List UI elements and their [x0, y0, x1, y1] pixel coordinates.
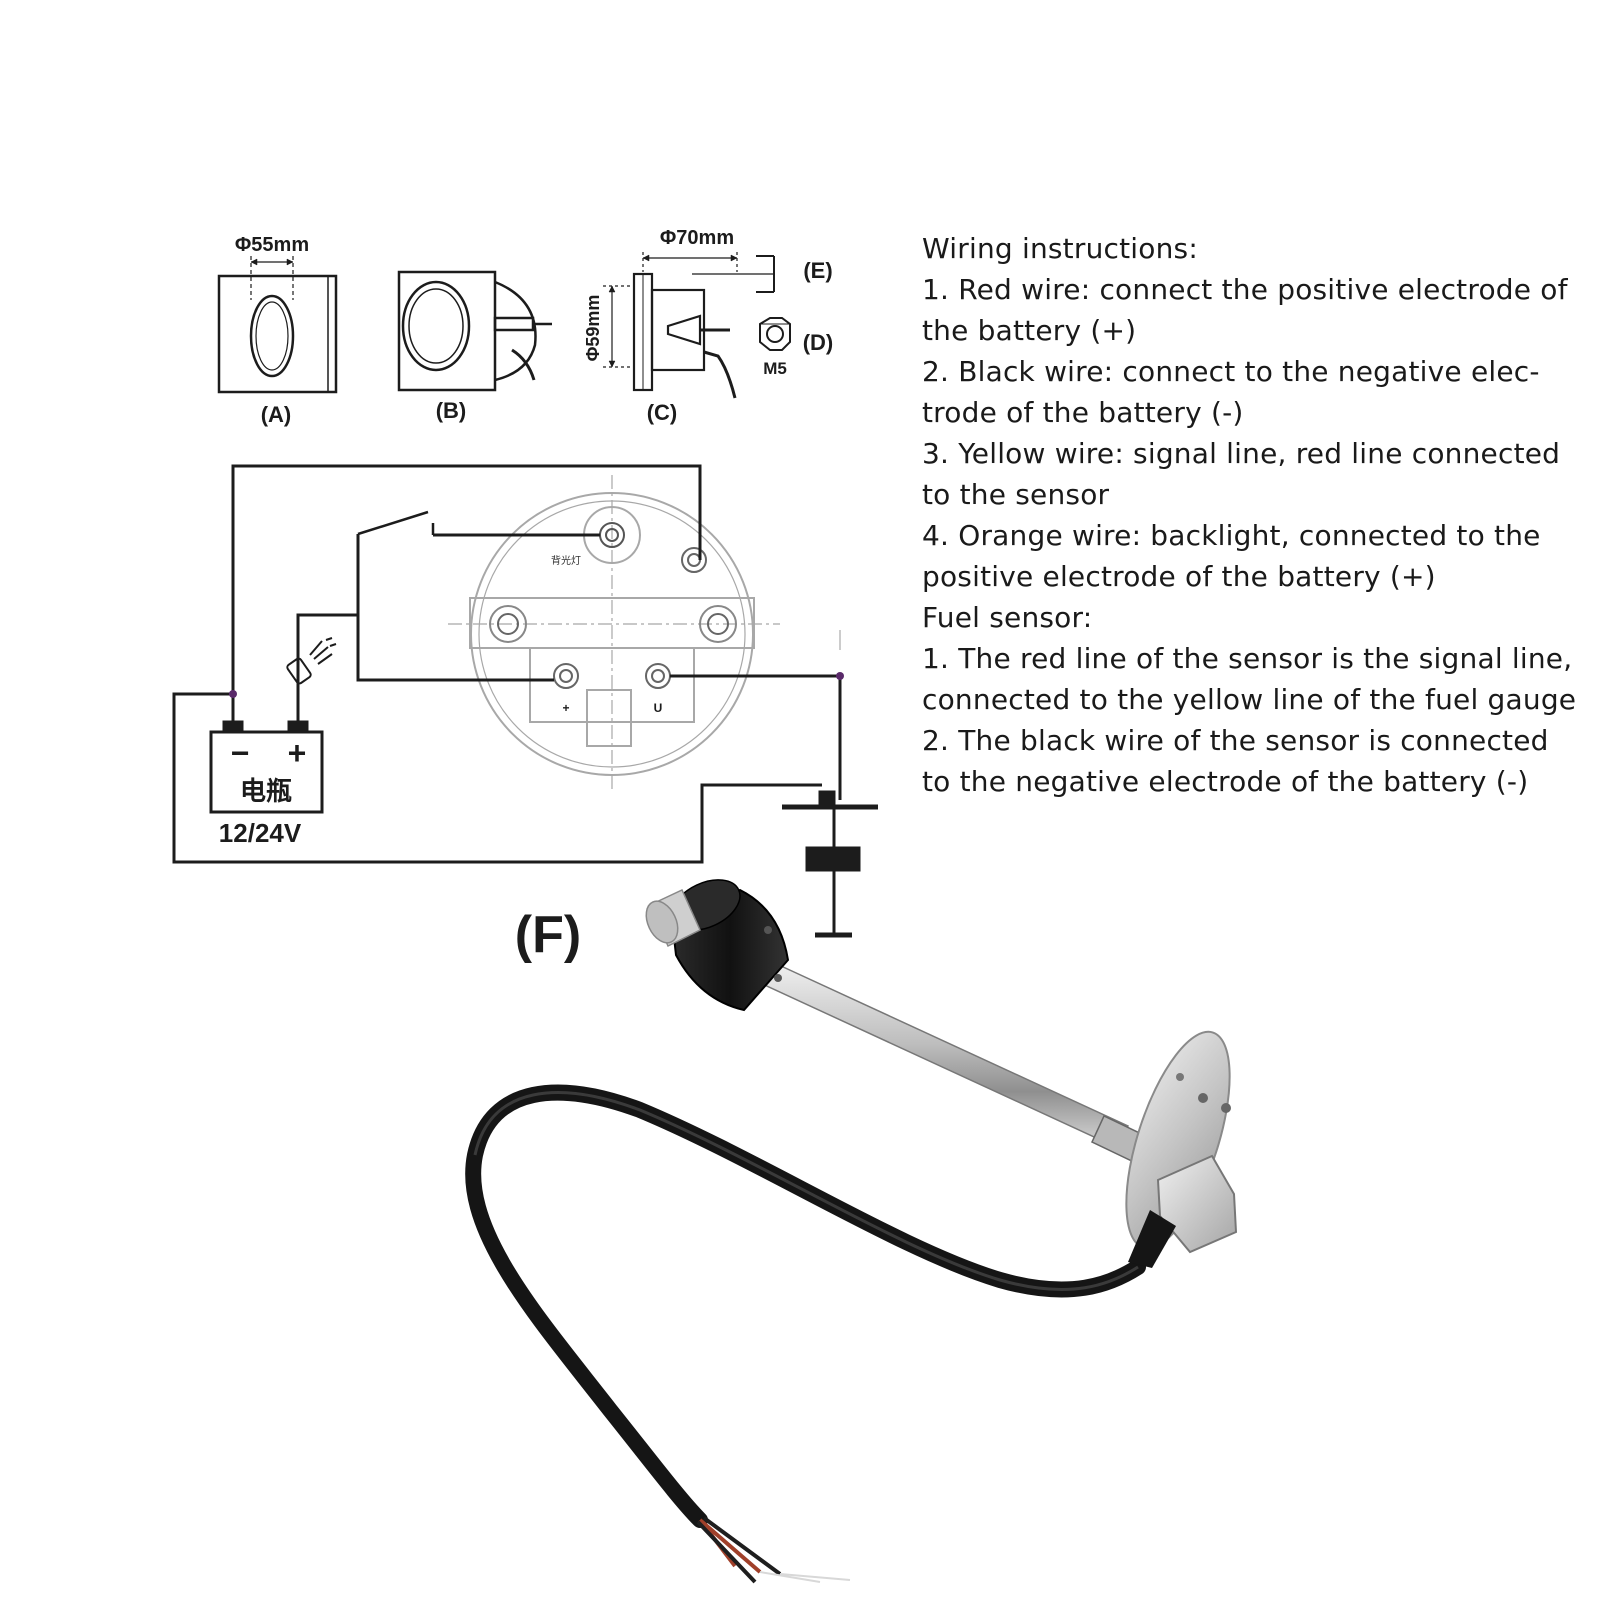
- view-c: [603, 252, 775, 399]
- instruction-line: 4. Orange wire: backlight, connected to …: [922, 519, 1541, 552]
- instruction-line: 1. Red wire: connect the positive electr…: [922, 273, 1568, 306]
- sensor-terminal-block: [1156, 1154, 1238, 1254]
- part-d-label: (D): [803, 330, 834, 355]
- switch-lever: [357, 510, 429, 536]
- junction-dot: [229, 690, 237, 698]
- view-a-hole: [249, 294, 295, 378]
- view-b-housing: [494, 280, 537, 382]
- instruction-line: 2. Black wire: connect to the negative e…: [922, 355, 1540, 388]
- sensor-cable: [465, 1084, 1146, 1528]
- instruction-line: 1. The red line of the sensor is the sig…: [922, 642, 1573, 675]
- dim-c-width-label: Φ70mm: [660, 227, 734, 249]
- instruction-line: Wiring instructions:: [922, 232, 1198, 265]
- nut-size-label: M5: [763, 359, 787, 378]
- view-a: [217, 256, 338, 394]
- plus-terminal-wire: [356, 534, 554, 682]
- view-b-label: (B): [436, 398, 467, 423]
- view-a-panel: [217, 274, 338, 394]
- gauge-back-view: [448, 475, 780, 790]
- backlight-wire: [231, 464, 702, 722]
- instruction-line: 2. The black wire of the sensor is conne…: [922, 724, 1549, 757]
- gauge-lamp-label: 背光灯: [551, 554, 581, 567]
- dim-c-height-label: Φ59mm: [583, 295, 603, 362]
- view-b: [397, 270, 552, 392]
- instruction-line: positive electrode of the battery (+): [922, 560, 1436, 593]
- flange-hole: [1176, 1073, 1184, 1081]
- battery-voltage-label: 12/24V: [219, 818, 302, 848]
- black-core-wire: [696, 1516, 782, 1584]
- battery-plus-wire: [296, 613, 358, 722]
- instruction-line: the battery (+): [922, 314, 1137, 347]
- wiring-instructions: Wiring instructions: 1. Red wire: connect…: [922, 228, 1577, 802]
- battery-minus-label: −: [231, 735, 250, 771]
- instruction-line: to the negative electrode of the battery…: [922, 765, 1529, 798]
- instruction-line: connected to the yellow line of the fuel…: [922, 683, 1577, 716]
- flange-hole: [1221, 1103, 1231, 1113]
- view-b-panel: [397, 270, 497, 392]
- red-core-wire: [698, 1518, 762, 1574]
- battery-icon: [209, 720, 324, 814]
- battery-plus-label: +: [288, 735, 307, 771]
- cable-grommet: [1128, 1210, 1176, 1268]
- terminal-u-label: U: [654, 701, 663, 715]
- view-a-label: (A): [261, 402, 292, 427]
- sensor-rod: [757, 959, 1129, 1149]
- fuse-icon: [286, 637, 337, 685]
- instruction-line: Fuel sensor:: [922, 601, 1093, 634]
- instruction-line: trode of the battery (-): [922, 396, 1244, 429]
- wiring-lines: [172, 464, 842, 864]
- part-e-label: (E): [803, 258, 832, 283]
- figure-f-label: (F): [515, 906, 581, 964]
- ground-wire: [172, 692, 822, 864]
- terminal-plus-label: +: [562, 701, 569, 715]
- instruction-line: to the sensor: [922, 478, 1110, 511]
- hex-nut-icon: [759, 317, 791, 351]
- sensor-schematic: [782, 790, 878, 938]
- flange-hole: [1198, 1093, 1208, 1103]
- dim-a-label: Φ55mm: [235, 234, 309, 256]
- junction-dot: [836, 672, 844, 680]
- instruction-line: 3. Yellow wire: signal line, red line co…: [922, 437, 1561, 470]
- battery-label: 电瓶: [240, 776, 292, 806]
- fuel-sensor-photo: [465, 879, 1238, 1584]
- view-c-label: (C): [647, 400, 678, 425]
